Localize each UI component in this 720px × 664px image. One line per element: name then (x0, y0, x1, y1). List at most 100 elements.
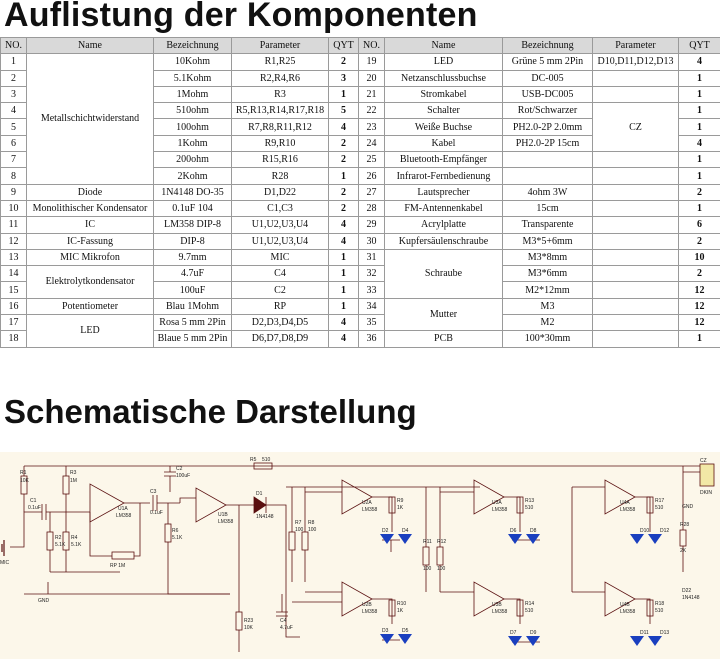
label-gnd: GND (682, 504, 694, 510)
cell-parameter (593, 233, 679, 249)
table-row: 17 LED Rosa 5 mm 2Pin D2,D3,D4,D5 4 35 M… (1, 315, 720, 331)
r7-symbol (289, 532, 295, 550)
label-r6-value: 5.1K (172, 535, 183, 541)
cell-bezeichnung: Rot/Schwarzer (503, 103, 593, 119)
label-r11-value: 100 (423, 566, 432, 572)
cell-parameter: U1,U2,U3,U4 (232, 217, 329, 233)
label-dkin: DKIN (700, 490, 712, 496)
components-title: Auflistung der Komponenten (4, 0, 478, 35)
cell-no: 30 (359, 233, 385, 249)
cell-no: 34 (359, 298, 385, 314)
r2-symbol (47, 532, 53, 550)
label-u2b-type: LM358 (362, 609, 378, 615)
label-u1b: U1B (218, 512, 228, 518)
label-r23-value: 10K (244, 625, 254, 631)
header-no: NO. (1, 38, 27, 54)
cell-bezeichnung: 100ohm (154, 119, 232, 135)
label-r11: R11 (423, 539, 432, 545)
label-d4: D4 (402, 528, 409, 534)
label-r4: R4 (71, 535, 78, 541)
cell-no: 22 (359, 103, 385, 119)
cell-qyt: 4 (329, 331, 359, 347)
cell-bezeichnung: DIP-8 (154, 233, 232, 249)
cell-no: 15 (1, 282, 27, 298)
label-c1: C1 (30, 498, 37, 504)
label-r7: R7 (295, 520, 302, 526)
label-d11: D11 (640, 630, 649, 636)
label-r10-value: 1K (397, 608, 404, 614)
cell-no: 21 (359, 86, 385, 102)
cell-qyt: 1 (679, 119, 720, 135)
cell-qyt: 2 (679, 233, 720, 249)
cell-bezeichnung: M3 (503, 298, 593, 314)
cell-bezeichnung: 9.7mm (154, 249, 232, 265)
cell-no: 7 (1, 152, 27, 168)
cell-name: Kabel (385, 135, 503, 151)
label-d1: D1 (256, 491, 263, 497)
cell-bezeichnung: 1N4148 DO-35 (154, 184, 232, 200)
label-r1-value: 10K (20, 478, 30, 484)
cell-name: MIC Mikrofon (27, 249, 154, 265)
table-row: 16 Potentiometer Blau 1Mohm RP 1 34 Mutt… (1, 298, 720, 314)
label-r6: R6 (172, 528, 179, 534)
cell-qyt: 1 (679, 152, 720, 168)
cell-name: Potentiometer (27, 298, 154, 314)
cell-bezeichnung: 2Kohm (154, 168, 232, 184)
cell-parameter (593, 331, 679, 347)
cell-qyt: 5 (329, 103, 359, 119)
label-r17-value: 510 (655, 505, 664, 511)
header-qyt: QYT (329, 38, 359, 54)
components-table: NO. Name Bezeichnung Parameter QYT NO. N… (0, 37, 720, 348)
cell-name: Mutter (385, 298, 503, 331)
cell-parameter: RP (232, 298, 329, 314)
table-row: 11 IC LM358 DIP-8 U1,U2,U3,U4 4 29 Acryl… (1, 217, 720, 233)
cell-no: 26 (359, 168, 385, 184)
cell-qyt: 12 (679, 298, 720, 314)
cell-qyt: 6 (679, 217, 720, 233)
cell-qyt: 4 (679, 54, 720, 70)
cell-name: Elektrolytkondensator (27, 266, 154, 299)
label-u1a: U1A (118, 506, 128, 512)
cell-bezeichnung: 4ohm 3W (503, 184, 593, 200)
led-d12 (648, 534, 662, 544)
cell-parameter (593, 168, 679, 184)
label-r7-value: 100 (295, 527, 304, 533)
cell-no: 29 (359, 217, 385, 233)
r3-symbol (63, 476, 69, 494)
table-row: 14 Elektrolytkondensator 4.7uF C4 1 32 M… (1, 266, 720, 282)
label-c2: C2 (176, 466, 183, 472)
cell-no: 35 (359, 315, 385, 331)
cell-parameter (593, 200, 679, 216)
cell-parameter: R9,R10 (232, 135, 329, 151)
label-d1-value: 1N4148 (256, 514, 274, 520)
mic-symbol (2, 540, 4, 556)
cell-qyt: 4 (329, 233, 359, 249)
cell-qyt: 1 (329, 168, 359, 184)
label-c3: C3 (150, 489, 157, 495)
cell-parameter: R3 (232, 86, 329, 102)
label-r18: R18 (655, 601, 664, 607)
cell-no: 13 (1, 249, 27, 265)
label-d10: D10 (640, 528, 649, 534)
cell-bezeichnung: LM358 DIP-8 (154, 217, 232, 233)
cell-bezeichnung: Blau 1Mohm (154, 298, 232, 314)
cell-bezeichnung (503, 168, 593, 184)
r6-symbol (165, 524, 171, 542)
rp-symbol (112, 552, 134, 559)
cell-bezeichnung: 1Mohm (154, 86, 232, 102)
label-d6: D6 (510, 528, 517, 534)
cell-no: 9 (1, 184, 27, 200)
label-r18-value: 510 (655, 608, 664, 614)
cell-no: 3 (1, 86, 27, 102)
label-gnd-left: GND (38, 598, 50, 604)
led-d13 (648, 636, 662, 646)
label-u2a-type: LM358 (362, 507, 378, 513)
label-r8: R8 (308, 520, 315, 526)
cell-qyt: 1 (329, 282, 359, 298)
cell-bezeichnung: 5.1Kohm (154, 70, 232, 86)
label-c4-value: 4.7uF (280, 625, 293, 631)
cell-parameter (593, 282, 679, 298)
cell-bezeichnung: 200ohm (154, 152, 232, 168)
cell-qyt: 12 (679, 282, 720, 298)
cell-name: Kupfersäulenschraube (385, 233, 503, 249)
